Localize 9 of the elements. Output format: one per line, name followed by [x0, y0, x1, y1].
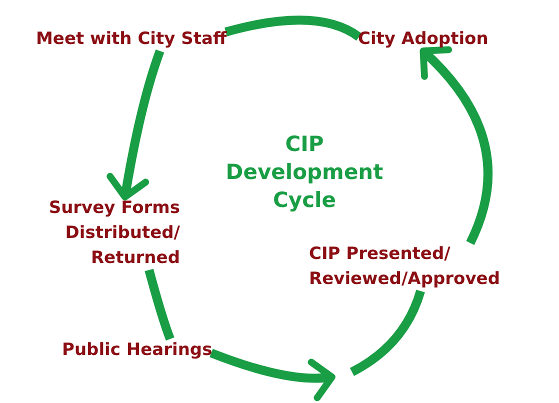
cycle-arrow: [420, 47, 492, 245]
cycle-arrow: [106, 49, 164, 200]
step-label: Public Hearings: [62, 339, 212, 362]
step-label: Meet with City Staff: [36, 28, 227, 51]
step-label: CIP Presented/ Reviewed/Approved: [309, 243, 502, 291]
cycle-arrow: [210, 348, 336, 401]
diagram-title: CIP Development Cycle: [224, 131, 384, 214]
step-label: Survey Forms Distributed/ Returned: [48, 197, 180, 270]
step-label: City Adoption: [358, 28, 488, 51]
